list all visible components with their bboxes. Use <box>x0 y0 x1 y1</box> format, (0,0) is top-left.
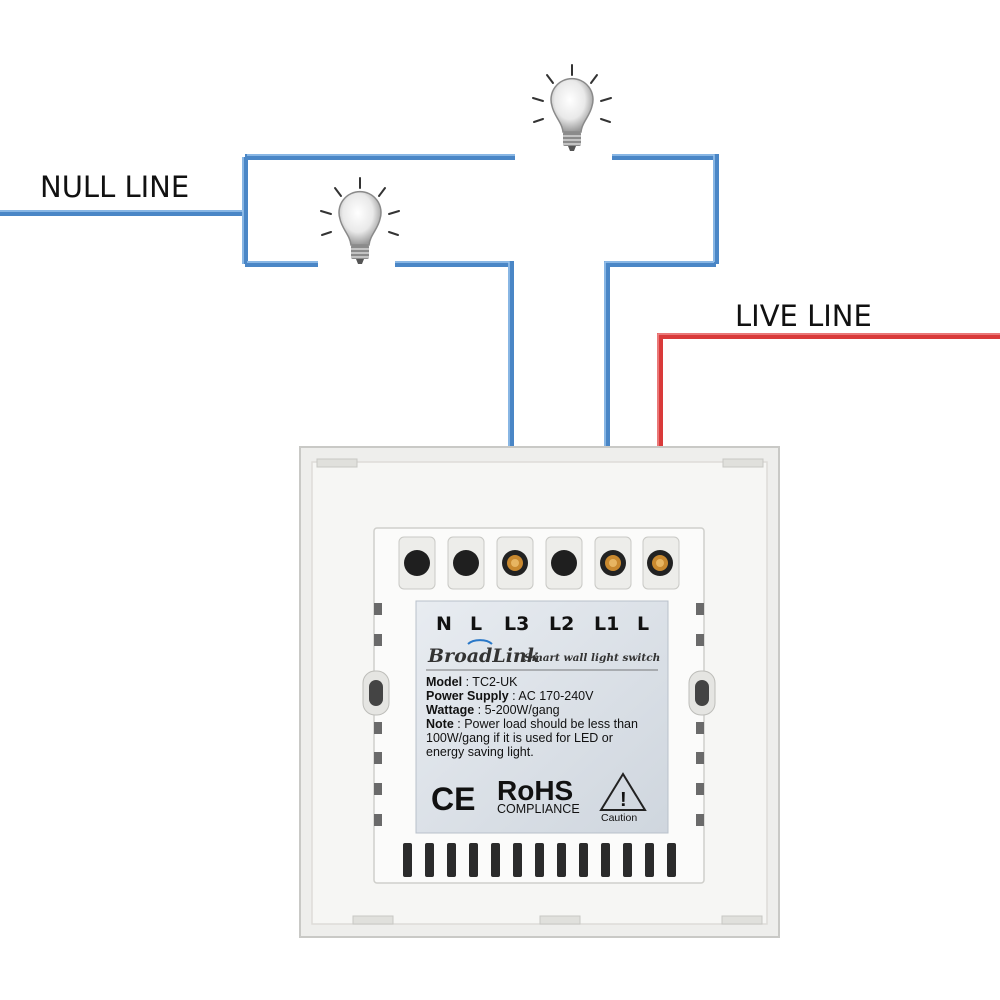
terminal-label: L3 <box>504 613 529 635</box>
terminal-hole <box>398 536 436 590</box>
mounting-hole <box>362 670 390 716</box>
null-line-label: NULL LINE <box>40 170 189 204</box>
terminal-label: L <box>637 613 649 635</box>
terminal-labels: N L L3 L2 L1 L <box>436 613 649 635</box>
spec-model: Model : TC2-UK <box>426 675 518 689</box>
spec-power-supply: Power Supply : AC 170-240V <box>426 689 594 703</box>
terminal-label: L <box>470 613 482 635</box>
rohs-mark: RoHS <box>497 775 573 806</box>
spec-wattage: Wattage : 5-200W/gang <box>426 703 560 717</box>
terminal-label: N <box>436 613 452 635</box>
terminal-label: L2 <box>549 613 574 635</box>
spec-note-line: 100W/gang if it is used for LED or <box>426 731 613 745</box>
compliance-text: COMPLIANCE <box>497 802 580 816</box>
brand-name: BroadLink <box>427 645 540 667</box>
terminal-screw <box>496 536 534 590</box>
terminal-label: L1 <box>594 613 619 635</box>
terminal-screw <box>594 536 632 590</box>
broadlink-logo: BroadLink <box>427 639 540 667</box>
live-line-label: LIVE LINE <box>735 299 872 333</box>
ventilation-slots <box>403 843 676 877</box>
ce-mark: CE <box>431 781 475 817</box>
product-label: N L L3 L2 L1 L BroadLink Smart wall ligh… <box>415 600 669 834</box>
spec-note: Note : Power load should be less than <box>426 717 638 731</box>
product-name: Smart wall light switch <box>524 652 660 664</box>
light-bulb-icon <box>320 177 400 265</box>
mounting-hole <box>688 670 716 716</box>
caution-triangle-icon: ! <box>599 772 647 811</box>
signal-arc-icon <box>467 639 493 645</box>
terminal-block <box>398 536 680 590</box>
terminal-hole <box>545 536 583 590</box>
svg-text:!: ! <box>620 789 627 811</box>
terminal-hole <box>447 536 485 590</box>
caution-text: Caution <box>601 812 637 824</box>
bus-top-wire <box>242 154 719 264</box>
light-bulb-icon <box>532 64 612 152</box>
spec-note-line: energy saving light. <box>426 745 534 759</box>
neutral-wiring <box>0 154 719 538</box>
terminal-screw <box>642 536 680 590</box>
